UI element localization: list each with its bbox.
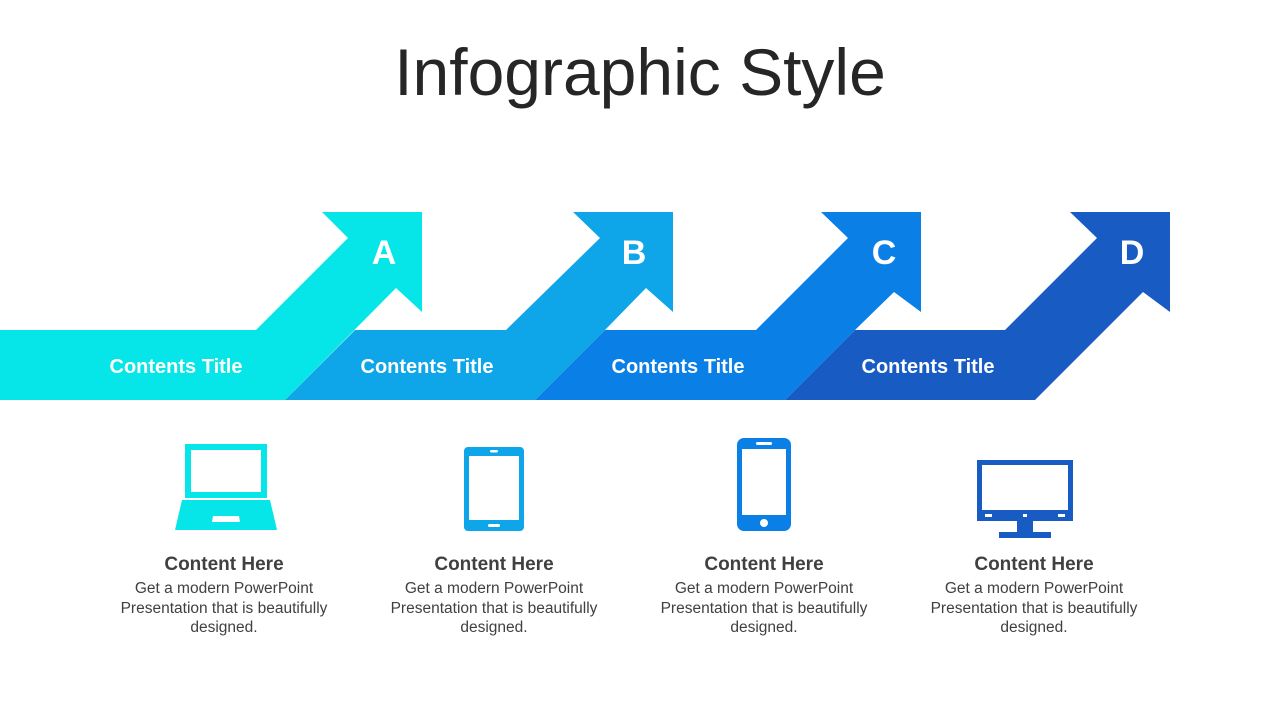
arrow-label-a: Contents Title <box>110 356 243 378</box>
monitor-icon <box>977 460 1073 538</box>
content-card-b: Content Here Get a modern PowerPoint Pre… <box>374 552 614 638</box>
arrow-letter-b: B <box>622 234 647 272</box>
card-body-a: Get a modern PowerPoint Presentation tha… <box>120 580 328 636</box>
laptop-icon <box>175 444 277 530</box>
arrow-step-b: B Contents Title <box>285 212 673 400</box>
card-title-d: Content Here <box>974 554 1094 575</box>
arrow-letter-a: A <box>372 234 397 272</box>
card-title-b: Content Here <box>434 554 554 575</box>
card-title-a: Content Here <box>164 554 284 575</box>
arrow-shape-a <box>0 212 422 400</box>
tablet-icon <box>464 447 524 531</box>
arrow-shape-d <box>785 212 1170 400</box>
arrow-letter-c: C <box>872 234 897 272</box>
smartphone-icon <box>737 438 791 531</box>
arrow-step-c: C Contents Title <box>535 212 921 400</box>
arrow-label-b: Contents Title <box>361 356 494 378</box>
content-card-a: Content Here Get a modern PowerPoint Pre… <box>104 552 344 638</box>
arrow-letter-d: D <box>1120 234 1145 272</box>
card-body-c: Get a modern PowerPoint Presentation tha… <box>660 580 868 636</box>
arrow-step-d: D Contents Title <box>785 212 1170 400</box>
slide-title: Infographic Style <box>394 35 886 109</box>
arrow-shape-b <box>285 212 673 400</box>
arrow-label-d: Contents Title <box>862 356 995 378</box>
card-body-b: Get a modern PowerPoint Presentation tha… <box>390 580 598 636</box>
content-card-c: Content Here Get a modern PowerPoint Pre… <box>644 552 884 638</box>
card-body-d: Get a modern PowerPoint Presentation tha… <box>930 580 1138 636</box>
arrow-step-a: A Contents Title <box>0 212 422 400</box>
card-title-c: Content Here <box>704 554 824 575</box>
arrow-label-c: Contents Title <box>612 356 745 378</box>
arrow-shape-c <box>535 212 921 400</box>
content-card-d: Content Here Get a modern PowerPoint Pre… <box>914 552 1154 638</box>
